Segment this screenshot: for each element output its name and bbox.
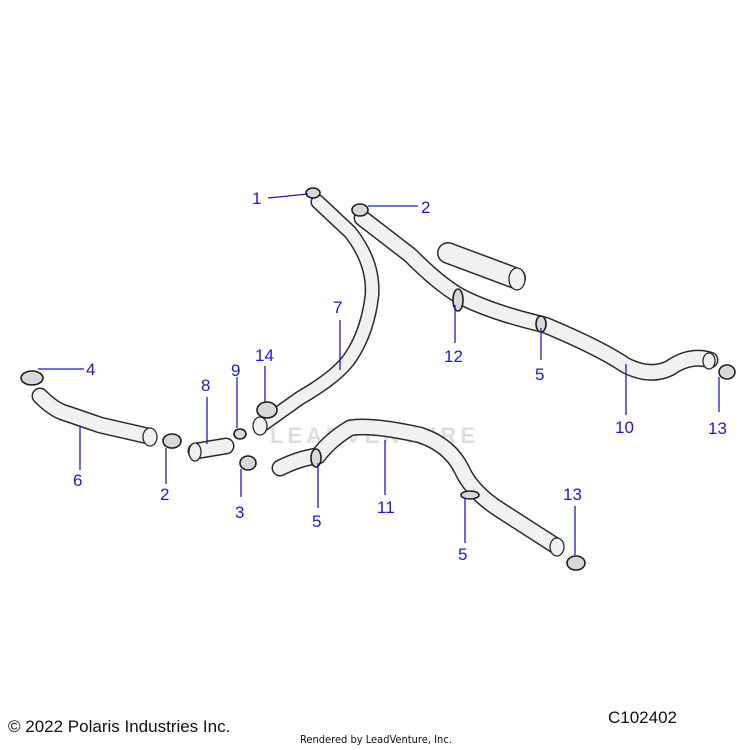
clamp-4 <box>20 370 44 386</box>
rendered-by-text: Rendered by LeadVenture, Inc. <box>300 733 452 746</box>
callout-4: 4 <box>86 360 95 379</box>
diagram-code: C102402 <box>608 708 678 727</box>
clamp-2-left <box>162 433 182 449</box>
callout-12: 12 <box>444 347 463 366</box>
clamp-9 <box>233 428 247 440</box>
callout-13-right: 13 <box>708 419 727 438</box>
part-tube-upper <box>437 242 526 291</box>
clamp-5-low <box>460 490 480 500</box>
callout-6: 6 <box>73 471 82 490</box>
callout-9: 9 <box>231 361 240 380</box>
callout-2-top: 2 <box>421 198 430 217</box>
callout-5-mid: 5 <box>312 512 321 531</box>
parts-diagram: 1 2 2 3 4 5 5 5 6 7 8 9 10 11 12 13 13 1… <box>20 187 736 571</box>
callout-10: 10 <box>615 418 634 437</box>
clamp-14 <box>256 401 278 419</box>
clamp-1 <box>305 187 321 199</box>
part-6-hose <box>31 387 158 447</box>
part-7-hose <box>252 194 380 436</box>
part-11-hose <box>271 418 565 557</box>
callout-14: 14 <box>255 346 274 365</box>
clamp-13-low <box>566 555 586 571</box>
callout-2-left: 2 <box>160 485 169 504</box>
callout-8: 8 <box>201 376 210 395</box>
callout-11: 11 <box>377 498 395 517</box>
part-8-connector <box>187 437 235 462</box>
clamp-3 <box>239 455 257 471</box>
clamp-2-top <box>351 203 369 217</box>
copyright-text: © 2022 Polaris Industries Inc. <box>8 717 231 736</box>
clamp-5-mid <box>310 448 322 468</box>
leader-lines <box>38 193 720 555</box>
callout-5-right: 5 <box>535 365 544 384</box>
callout-5-low: 5 <box>458 545 467 564</box>
callout-13-low: 13 <box>563 485 582 504</box>
part-10-hose <box>353 209 719 381</box>
clamp-13-right <box>718 364 736 380</box>
callout-3: 3 <box>235 503 244 522</box>
callout-7: 7 <box>333 298 342 317</box>
callout-1: 1 <box>252 189 261 208</box>
